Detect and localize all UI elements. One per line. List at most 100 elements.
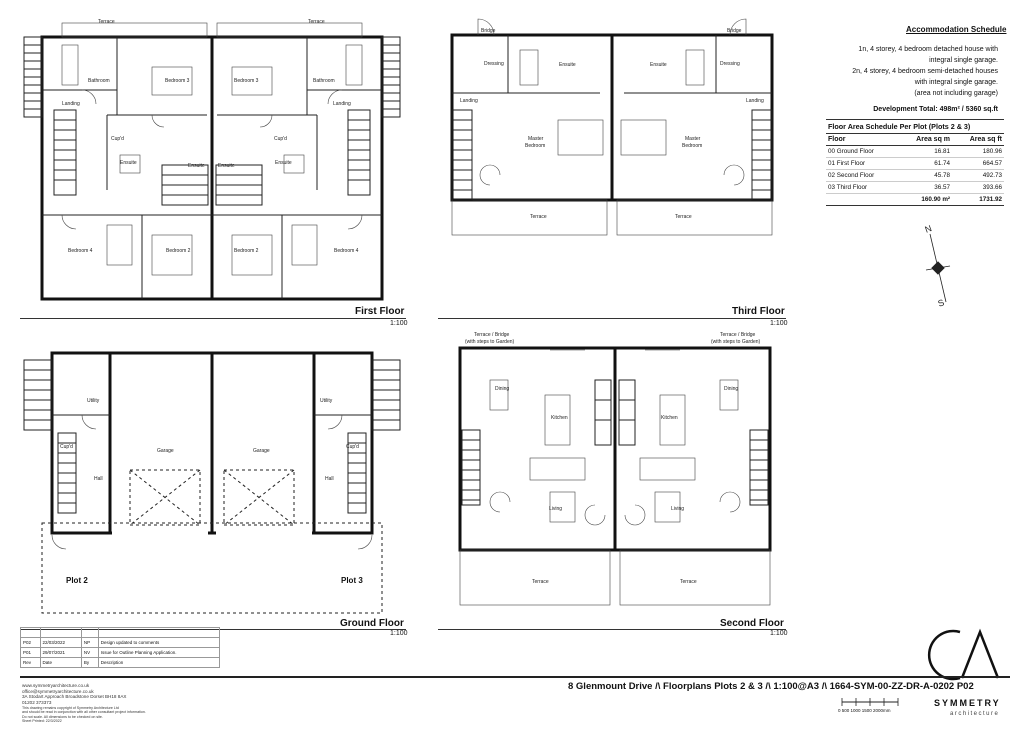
tf-dressing-right: Dressing: [720, 61, 740, 67]
table-cell: 36.57: [897, 181, 953, 194]
tf-terrace-left: Terrace: [530, 214, 547, 220]
ground-floor-plan: [23, 351, 401, 614]
tf-bridge-left: Bridge: [481, 28, 496, 34]
table-cell: 180.96: [952, 145, 1004, 158]
scale-bar-numbers: 0 500 1000 1500 2000mm: [838, 708, 891, 713]
table-cell: P01: [20, 647, 41, 658]
ff-ensuite-2: Ensuite: [188, 163, 205, 169]
ff-terrace-left: Terrace: [98, 19, 115, 25]
tf-master-bedroom-left: Bedroom: [525, 143, 546, 149]
note-line: Sheet Printed: 22/3/2022: [22, 719, 62, 724]
gf-cupd-left: Cup'd: [60, 444, 73, 450]
gf-utility-left: Utility: [87, 398, 100, 404]
table-cell: NP: [80, 637, 99, 648]
gf-hall-right: Hall: [325, 476, 334, 482]
contact-line: www.symmetryarchitecture.co.uk: [22, 683, 90, 688]
second-floor-scale: 1:100: [770, 630, 788, 637]
table-cell: 160.90 m²: [897, 193, 953, 206]
table-cell: 45.78: [897, 169, 953, 182]
ff-cupd-right: Cup'd: [274, 136, 287, 142]
table-header-cell: Description: [97, 657, 221, 668]
table-cell: 03 Third Floor: [826, 181, 898, 194]
first-floor-title: First Floor: [355, 306, 405, 317]
sf-terrace-right: Terrace: [680, 579, 697, 585]
table-header-cell: Area sq m: [897, 134, 953, 146]
ff-ensuite-1: Ensuite: [120, 160, 137, 166]
table-header-cell: Date: [39, 657, 82, 668]
gf-hall-left: Hall: [94, 476, 103, 482]
sf-dining-left: Dining: [495, 386, 510, 392]
table-row: [20, 627, 221, 638]
table-row: P02 22/03/2022 NP Design updated to comm…: [20, 637, 221, 648]
first-floor-plan: [23, 22, 401, 301]
ff-terrace-right: Terrace: [308, 19, 325, 25]
table-cell: 16.81: [897, 145, 953, 158]
sf-kitchen-left: Kitchen: [551, 415, 568, 421]
north-arrow-icon: [925, 233, 951, 303]
second-floor-rule: [438, 629, 786, 630]
ff-bedroom2-left: Bedroom 2: [166, 248, 191, 254]
schedule-desc-line: integral single garage.: [929, 57, 998, 64]
note-line: and should be read in conjunction with a…: [22, 710, 146, 715]
sf-dining-right: Dining: [724, 386, 739, 392]
schedule-desc-line: 2n, 4 storey, 4 bedroom semi-detached ho…: [852, 68, 998, 75]
table-cell: Issue for Outline Planning Application.: [97, 647, 221, 658]
ff-cupd-left: Cup'd: [111, 136, 124, 142]
scale-bar: [841, 698, 899, 706]
contact-block: www.symmetryarchitecture.co.uk office@sy…: [22, 683, 126, 705]
schedule-desc-line: 1n, 4 storey, 4 bedroom detached house w…: [858, 46, 998, 53]
gf-utility-right: Utility: [320, 398, 333, 404]
table-cell: Design updated to comments: [97, 637, 221, 648]
table-cell: NV: [80, 647, 99, 658]
ff-ensuite-3: Ensuite: [218, 163, 235, 169]
table-cell: 01 First Floor: [826, 157, 898, 170]
contact-line: office@symmetryarchitecture.co.uk: [22, 688, 94, 694]
table-row: 00 Ground Floor 16.81 180.96: [826, 145, 1004, 158]
ground-floor-scale: 1:100: [390, 630, 408, 637]
floor-area-table: Floor Area Schedule Per Plot (Plots 2 & …: [826, 119, 1004, 206]
table-cell: 00 Ground Floor: [826, 145, 898, 158]
tf-bridge-right: Bridge: [727, 28, 742, 34]
table-cell: 1731.92: [952, 193, 1004, 206]
tf-master-left: Master: [528, 136, 544, 142]
ff-landing-left: Landing: [62, 101, 80, 107]
ff-ensuite-4: Ensuite: [275, 160, 292, 166]
tf-terrace-right: Terrace: [675, 214, 692, 220]
table-total-row: 160.90 m² 1731.92: [826, 193, 1004, 206]
ff-bedroom2-right: Bedroom 2: [234, 248, 259, 254]
ff-bedroom4-right: Bedroom 4: [334, 248, 359, 254]
tf-master-right: Master: [685, 136, 701, 142]
footer-rule: [20, 676, 1010, 678]
tf-ensuite-right: Ensuite: [650, 62, 667, 68]
table-header-cell: By: [80, 657, 99, 668]
drawing-title: 8 Glenmount Drive /\ Floorplans Plots 2 …: [568, 681, 974, 692]
plot-2-label: Plot 2: [66, 576, 88, 585]
table-cell: 393.66: [952, 181, 1004, 194]
notes-block: This drawing remains copyright of Symmet…: [22, 706, 146, 724]
table-header-cell: Floor: [826, 134, 898, 146]
contact-line: 01202 373373: [22, 699, 52, 705]
contact-line: 3A Stodart Approach Broadstone Dorset BH…: [22, 694, 127, 700]
third-floor-title: Third Floor: [732, 306, 785, 317]
ff-bedroom3-right: Bedroom 3: [234, 78, 259, 84]
sf-terrace-bridge-left: Terrace / Bridge: [474, 332, 510, 338]
plot-3-label: Plot 3: [341, 576, 363, 585]
sf-terrace-left: Terrace: [532, 579, 549, 585]
third-floor-scale: 1:100: [770, 320, 788, 327]
third-floor-plan: [450, 18, 774, 236]
sf-living-left: Living: [549, 506, 563, 512]
second-floor-plan: [458, 346, 772, 606]
table-header-row: Floor Area sq m Area sq ft: [826, 134, 1004, 146]
development-total: Development Total: 498m² / 5360 sq.ft: [873, 106, 998, 113]
schedule-title: Accommodation Schedule: [906, 25, 1007, 34]
table-cell: [826, 193, 898, 206]
table-cell: 22/03/2022: [39, 637, 82, 648]
ground-floor-title: Ground Floor: [340, 618, 404, 629]
tf-landing-right: Landing: [746, 98, 764, 104]
ff-bathroom-left: Bathroom: [88, 78, 110, 84]
table-cell: 492.73: [952, 169, 1004, 182]
second-floor-title: Second Floor: [720, 618, 784, 629]
tf-dressing-left: Dressing: [484, 61, 504, 67]
brand-subtitle: architecture: [950, 711, 1000, 717]
revision-table: P02 22/03/2022 NP Design updated to comm…: [20, 627, 221, 668]
